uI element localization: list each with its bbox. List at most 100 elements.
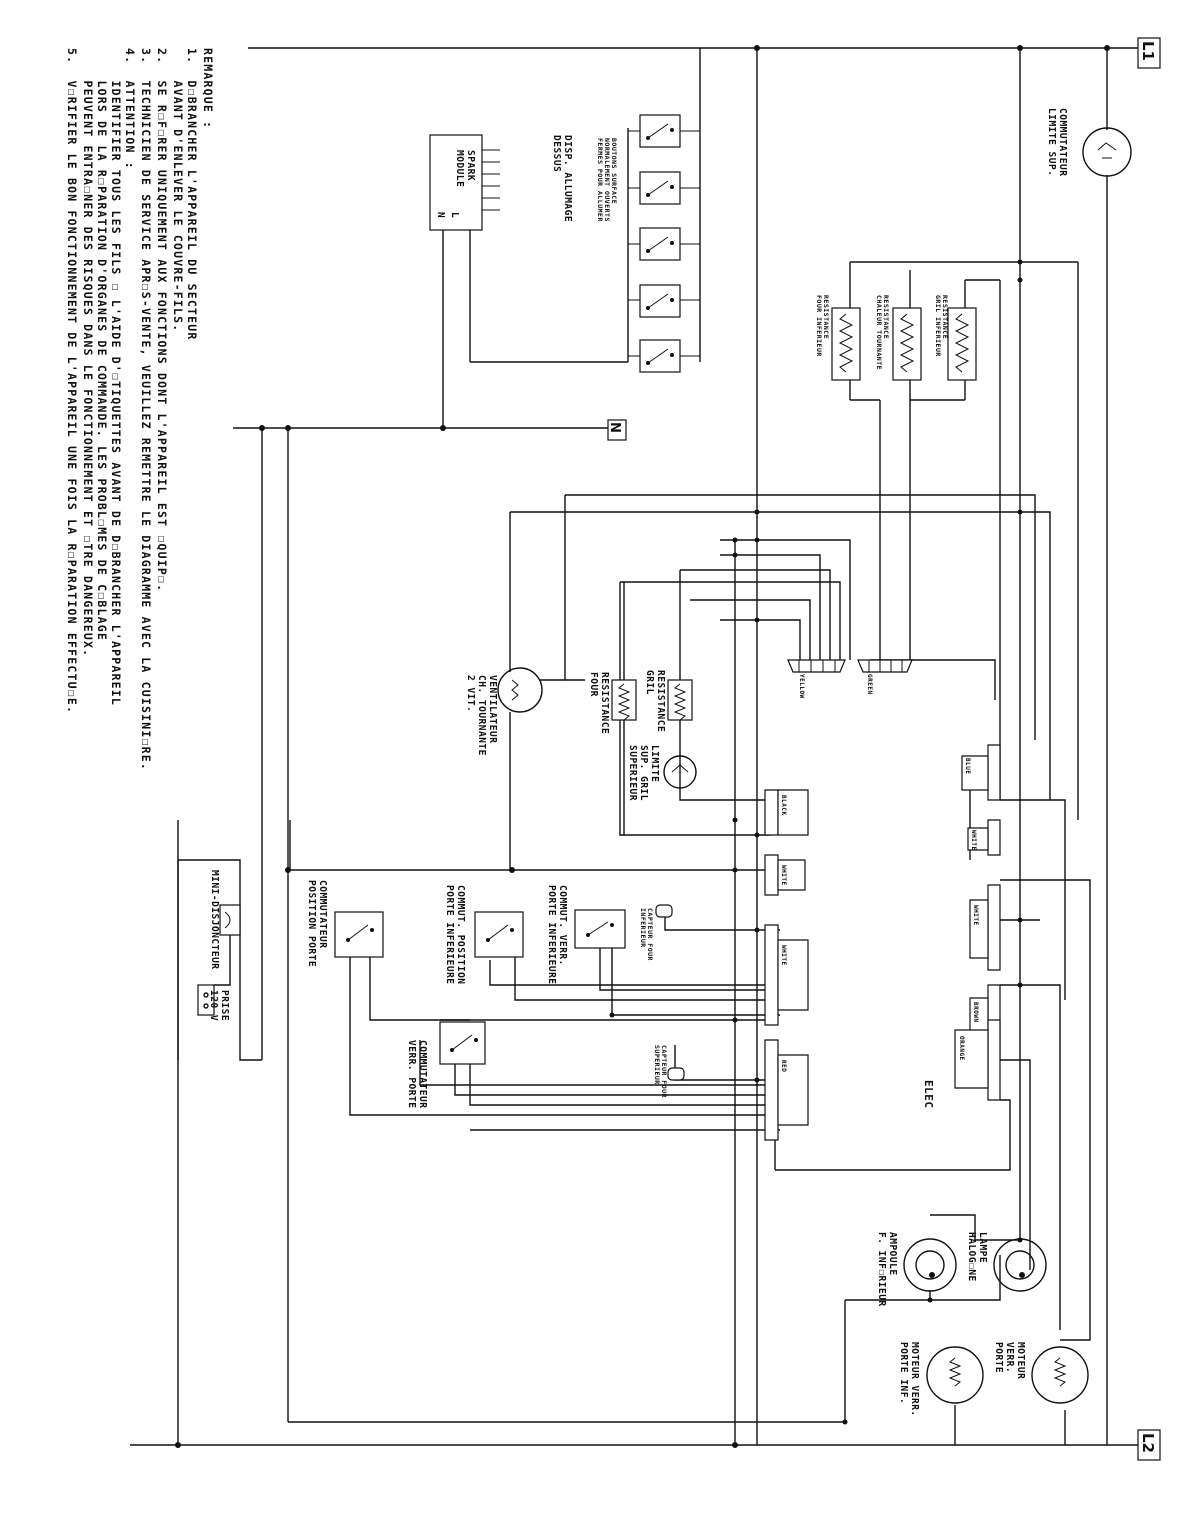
lower-door-lock-motor: MOTEUR VERR. PORTE INF. [898,1342,984,1417]
door-lock-motor: MOTEUR VERR. PORTE [993,1342,1089,1404]
svg-text:LAMPE: LAMPE [977,1232,988,1263]
svg-text:INFERIEUR: INFERIEUR [639,908,647,948]
note-line: 1. D☐BRANCHER L'APPAREIL DU SECTEUR [185,48,199,340]
connector-yellow: YELLOW [787,659,846,699]
svg-text:MODULE: MODULE [454,150,465,187]
notes-block: REMARQUE : 1. D☐BRANCHER L'APPAREIL DU S… [65,48,215,771]
spark-module: SPARK MODULE L N DISP. ALLUMAGE DESSUS [429,134,573,428]
svg-text:PORTE INF.: PORTE INF. [898,1342,909,1404]
note-line: IDENTIFIER TOUS LES FILS ☐ L'AIDE D'☐TIQ… [109,48,123,706]
svg-text:PORTE INFERIEURE: PORTE INFERIEURE [444,885,455,985]
bus-junctions [175,45,1110,1448]
svg-text:POSITION PORTE: POSITION PORTE [306,880,317,967]
svg-text:COMMUT. VERR.: COMMUT. VERR. [557,885,568,966]
terminal-n: N [607,419,627,441]
svg-text:GRIL INFERIEUR: GRIL INFERIEUR [934,295,942,357]
svg-text:RESISTANCE: RESISTANCE [822,295,830,339]
note-line: 4. ATTENTION : [123,48,137,170]
svg-text:COMMUT. POSITION: COMMUT. POSITION [455,885,466,985]
svg-text:PORTE INFERIEURE: PORTE INFERIEURE [546,885,557,985]
svg-text:GREEN: GREEN [866,674,873,695]
connector-white-4: WHITE [764,924,809,1026]
elec-label: ELEC [922,1080,935,1109]
lower-oven-sensor: CAPTEUR FOUR INFERIEUR [639,904,673,961]
lower-oven-lamp: AMPOULE F. INF☐RIEUR [876,1232,957,1307]
svg-text:WHITE: WHITE [970,830,977,851]
broil-limit-switch: LIMITE SUP. GRIL SUPERIEUR [627,745,697,801]
svg-text:L: L [449,212,460,218]
svg-text:RESISTANCE: RESISTANCE [599,672,610,734]
svg-text:2 VIT.: 2 VIT. [465,675,476,712]
svg-text:DESSUS: DESSUS [551,135,562,172]
note-line: 5. V☐RIFIER LE BON FONCTIONNEMENT DE L'A… [65,48,79,714]
svg-text:SUPERIEUR: SUPERIEUR [653,1045,661,1085]
svg-text:BOUTONS SURFACE: BOUTONS SURFACE [610,138,618,204]
svg-text:COMMUTATEUR: COMMUTATEUR [317,880,328,948]
svg-text:WHITE: WHITE [780,865,787,886]
svg-text:FOUR INFERIEUR: FOUR INFERIEUR [815,295,823,357]
note-line: LORS DE LA R☐PARATION D'ORGANES DE COMMA… [95,48,109,641]
svg-text:MOTEUR VERR.: MOTEUR VERR. [909,1342,920,1417]
svg-text:ORANGE: ORANGE [958,1036,965,1061]
svg-text:YELLOW: YELLOW [798,674,805,699]
svg-text:SUPERIEUR: SUPERIEUR [627,745,638,801]
svg-text:BLACK: BLACK [780,795,787,816]
svg-text:FOUR: FOUR [588,672,599,697]
svg-text:PORTE: PORTE [993,1342,1004,1373]
svg-text:FERMES POUR ALLUMER: FERMES POUR ALLUMER [596,138,604,222]
connector-white-2: WHITE [969,884,1001,971]
mini-breaker-outlet: MINI-DISJONCTEUR PRISE 120 V [177,859,262,1061]
svg-text:VENTILATEUR: VENTILATEUR [487,675,498,743]
svg-text:VERR.: VERR. [1004,1342,1015,1373]
notes-title: REMARQUE : [201,48,215,129]
door-lock-switch: COMMUTATEUR VERR. PORTE [406,1021,486,1108]
connector-green: GREEN [857,659,913,695]
lower-door-lock-switch: COMMUT. VERR. PORTE INFERIEURE [546,885,626,985]
svg-text:COMMUTATEUR: COMMUTATEUR [417,1040,428,1108]
connector-white-3: WHITE [764,854,806,896]
svg-text:COMMUTATEUR: COMMUTATEUR [1057,108,1068,176]
svg-text:PRISE: PRISE [219,990,230,1021]
svg-text:BLUE: BLUE [964,758,971,774]
halogen-lamp: LAMPE HALOG☐NE [966,1232,1047,1292]
svg-text:WHITE: WHITE [780,945,787,966]
connector-white-1: WHITE [967,819,1001,856]
svg-text:L1: L1 [1139,41,1157,61]
connector-black: BLACK [764,789,809,836]
svg-text:MINI-DISJONCTEUR: MINI-DISJONCTEUR [209,870,220,970]
connector-red: RED [764,1039,809,1141]
svg-text:AMPOULE: AMPOULE [887,1232,898,1276]
svg-text:RESISTANCE: RESISTANCE [941,295,949,339]
note-line: AVANT D'ENLEVER LE COUVRE-FILS. [171,48,185,332]
svg-text:DISP. ALLUMAGE: DISP. ALLUMAGE [562,135,573,222]
surface-switches: BOUTONS SURFACE NORMALEMENT OUVERTS FERM… [469,48,701,373]
svg-text:BROWN: BROWN [972,1002,979,1023]
svg-text:LIMITE: LIMITE [649,745,660,782]
svg-text:NORMALEMENT OUVERTS: NORMALEMENT OUVERTS [603,138,611,222]
upper-oven-sensor: CAPTEUR FOUR SUPERIEUR [653,1045,685,1098]
terminal-l2: L2 [1137,1429,1161,1461]
svg-text:LIMITE SUP.: LIMITE SUP. [1046,108,1057,176]
convection-fan: VENTILATEUR CH. TOURNANTE 2 VIT. [465,667,565,756]
svg-text:CAPTEUR FOUR: CAPTEUR FOUR [646,908,654,961]
svg-text:SPARK: SPARK [465,150,476,181]
lower-door-position-switch: COMMUT. POSITION PORTE INFERIEURE [444,885,524,985]
terminal-l1: L1 [1137,37,1161,69]
connector-blue: BLUE [961,744,1001,801]
svg-text:F. INF☐RIEUR: F. INF☐RIEUR [876,1232,887,1307]
svg-text:WHITE: WHITE [972,905,979,926]
upper-limit-switch-label: COMMUTATEUR LIMITE SUP. [1046,108,1068,176]
svg-text:RESISTANCE: RESISTANCE [655,670,666,732]
svg-text:RED: RED [780,1060,787,1072]
svg-text:120 V: 120 V [208,990,219,1021]
note-line: 2. SE R☐F☐RER UNIQUEMENT AUX FONCTIONS D… [155,48,169,592]
wire-junctions [609,259,1023,1425]
svg-text:CHALEUR TOURNANTE: CHALEUR TOURNANTE [875,295,883,370]
heating-elements-upper: RESISTANCE GRIL INFERIEUR RESISTANCE CHA… [815,261,1079,820]
note-line: PEUVENT ENTRA☐NER DES RISQUES DANS LE FO… [81,48,95,657]
svg-text:N: N [607,422,622,433]
svg-text:N: N [435,212,446,218]
upper-limit-switch: COMMUTATEUR LIMITE SUP. [1046,108,1132,177]
note-line: 3. TECHNICIEN DE SERVICE APR☐S-VENTE, VE… [139,48,153,771]
